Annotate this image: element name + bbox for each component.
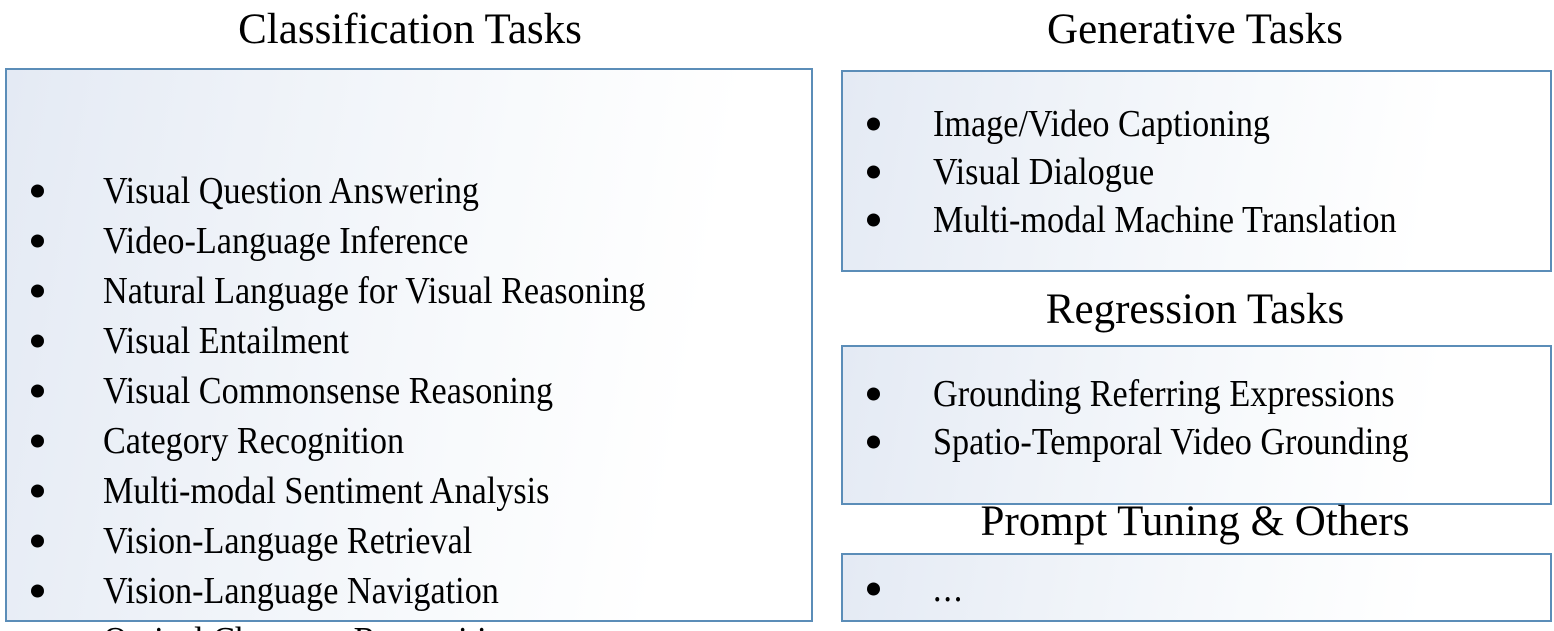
generative-task-list: Image/Video Captioning Visual Dialogue M… xyxy=(843,72,1550,270)
list-item-label: Visual Question Answering xyxy=(103,170,480,212)
bullet-dot-icon xyxy=(31,484,44,498)
list-item-label: Visual Commonsense Reasoning xyxy=(103,370,554,412)
list-item[interactable]: Category Recognition xyxy=(7,416,811,466)
bullet-dot-icon xyxy=(867,387,880,401)
list-item[interactable]: Image/Video Captioning xyxy=(843,100,1550,148)
list-item[interactable]: Visual Commonsense Reasoning xyxy=(7,366,811,416)
list-item[interactable]: Vision-Language Retrieval xyxy=(7,516,811,566)
list-item-label: ... xyxy=(933,568,965,610)
prompt-task-list: ... xyxy=(843,555,1550,620)
prompt-task-box: ... xyxy=(841,553,1552,622)
bullet-dot-icon xyxy=(867,165,880,179)
prompt-section-title: Prompt Tuning & Others xyxy=(980,498,1410,545)
bullet-dot-icon xyxy=(31,284,44,298)
list-item-label: Vision-Language Retrieval xyxy=(103,520,473,562)
list-item-label: Vision-Language Navigation xyxy=(103,570,499,612)
list-item[interactable]: Grounding Referring Expressions xyxy=(843,370,1550,418)
bullet-dot-icon xyxy=(31,234,44,248)
classification-section-title: Classification Tasks xyxy=(238,6,582,53)
list-item[interactable]: Vision-Language Navigation xyxy=(7,566,811,616)
generative-section-title: Generative Tasks xyxy=(1047,6,1343,53)
list-item-label: Video-Language Inference xyxy=(103,220,469,262)
list-item[interactable]: Spatio-Temporal Video Grounding xyxy=(843,418,1550,466)
bullet-dot-icon xyxy=(867,117,880,131)
list-item-label: Multi-modal Machine Translation xyxy=(933,199,1397,241)
list-item-label: Visual Entailment xyxy=(103,320,349,362)
list-item[interactable]: Multi-modal Machine Translation xyxy=(843,196,1550,244)
list-item-label: Category Recognition xyxy=(103,420,405,462)
list-item[interactable]: Visual Entailment xyxy=(7,316,811,366)
generative-task-box: Image/Video Captioning Visual Dialogue M… xyxy=(841,70,1552,272)
list-item-label: Natural Language for Visual Reasoning xyxy=(103,270,646,312)
bullet-dot-icon xyxy=(31,584,44,598)
list-item[interactable]: Video-Language Inference xyxy=(7,216,811,266)
list-item-label: Image/Video Captioning xyxy=(933,103,1271,145)
regression-task-box: Grounding Referring Expressions Spatio-T… xyxy=(841,345,1552,505)
bullet-dot-icon xyxy=(31,384,44,398)
list-item[interactable]: Visual Question Answering xyxy=(7,166,811,216)
bullet-dot-icon xyxy=(31,434,44,448)
classification-task-box: Visual Question Answering Video-Language… xyxy=(5,68,813,631)
regression-task-list: Grounding Referring Expressions Spatio-T… xyxy=(843,347,1550,503)
list-item[interactable]: Natural Language for Visual Reasoning xyxy=(7,266,811,316)
classification-task-list: Visual Question Answering Video-Language… xyxy=(7,70,811,631)
bullet-dot-icon xyxy=(31,184,44,198)
bullet-dot-icon xyxy=(31,534,44,548)
bullet-dot-icon xyxy=(867,213,880,227)
list-item-label: Visual Dialogue xyxy=(933,151,1155,193)
bullet-dot-icon xyxy=(867,435,880,449)
list-item-label: Spatio-Temporal Video Grounding xyxy=(933,421,1409,463)
list-item-label: Grounding Referring Expressions xyxy=(933,373,1395,415)
list-item-label: Multi-modal Sentiment Analysis xyxy=(103,470,550,512)
list-item[interactable]: Visual Dialogue xyxy=(843,148,1550,196)
list-item[interactable]: Multi-modal Sentiment Analysis xyxy=(7,466,811,516)
bullet-dot-icon xyxy=(867,582,880,596)
regression-section-title: Regression Tasks xyxy=(1045,286,1345,333)
list-item[interactable]: ... xyxy=(843,565,1550,613)
bullet-dot-icon xyxy=(31,334,44,348)
list-item-label: Optical Character Recognition xyxy=(103,622,521,631)
list-item[interactable]: Optical Character Recognition xyxy=(7,616,811,631)
